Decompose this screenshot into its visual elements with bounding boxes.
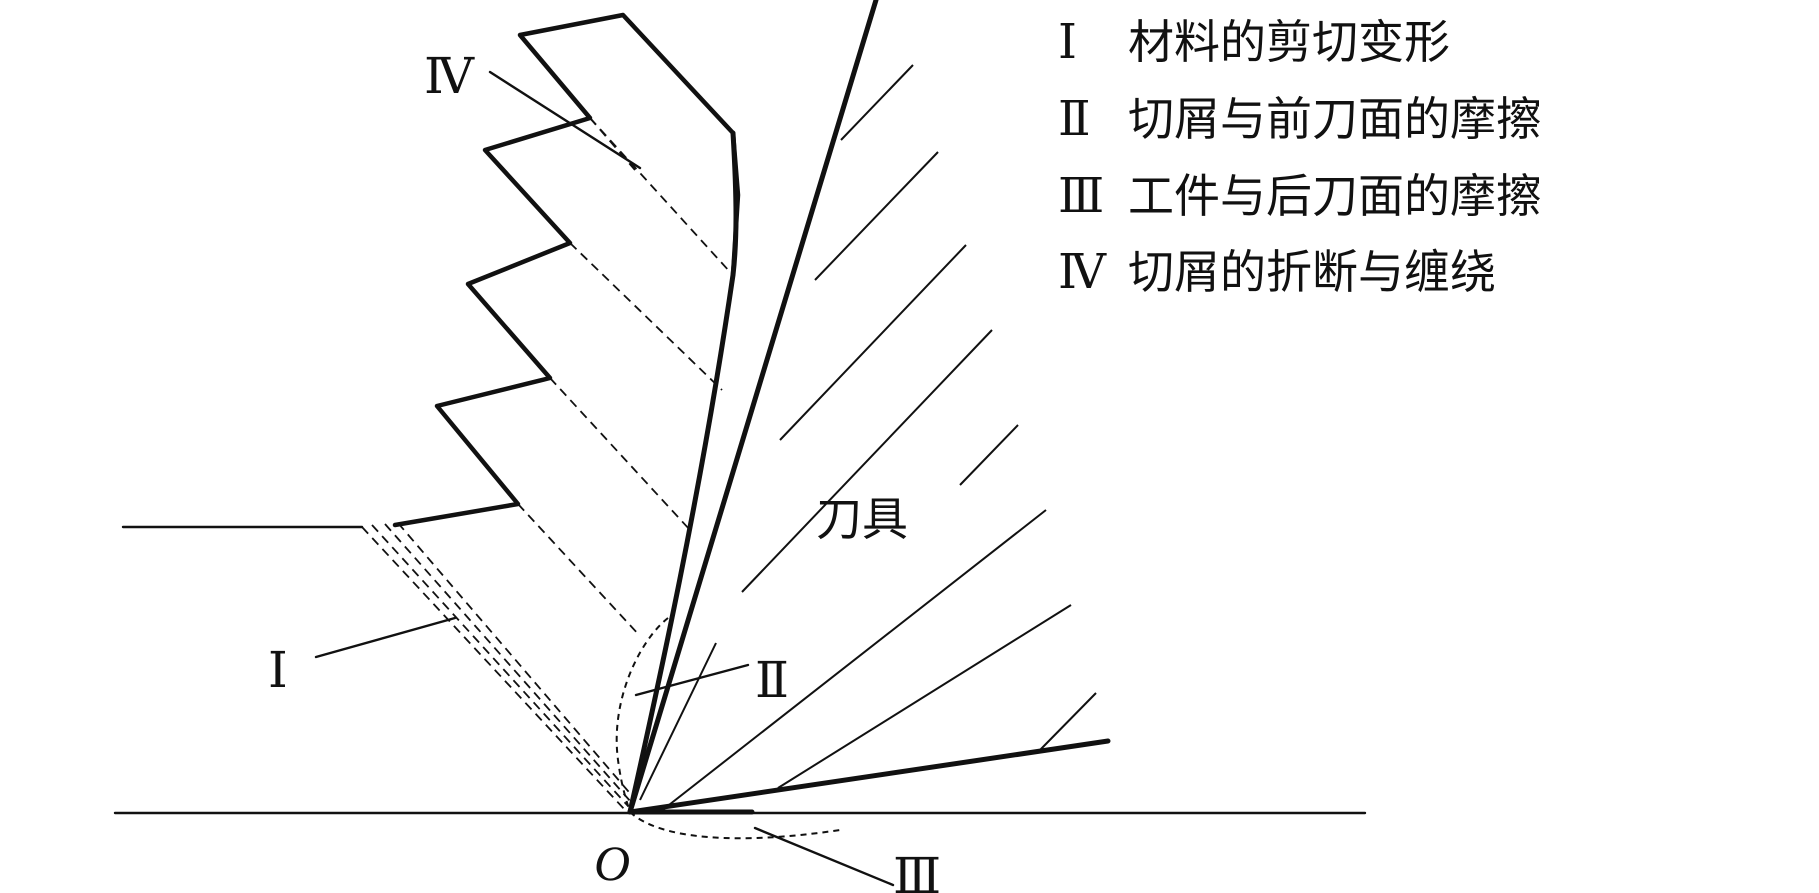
leader-zone-iv [488, 70, 642, 170]
tool-flank-face [627, 738, 1111, 815]
chip-inner-face [627, 130, 739, 815]
chip-shear-lines [517, 117, 731, 637]
legend-item: Ⅱ 切屑与前刀面的摩擦 [1058, 91, 1542, 147]
zone-iii-label: Ⅲ [893, 847, 941, 893]
leader-zone-i [314, 616, 457, 659]
zone-iii-boundary [629, 811, 841, 840]
tool-rake-face [627, 0, 879, 815]
svg-text:Ⅳ: Ⅳ [1058, 244, 1107, 300]
zone-ii-boundary [615, 617, 669, 813]
leader-zone-iii [753, 826, 895, 887]
svg-text:Ⅲ: Ⅲ [1058, 168, 1104, 224]
legend: Ⅰ 材料的剪切变形 Ⅱ 切屑与前刀面的摩擦 Ⅲ 工件与后刀面的摩擦 Ⅳ 切屑的折… [1058, 14, 1542, 300]
leader-zone-ii [634, 663, 750, 697]
tool-hatching [639, 64, 1097, 813]
origin-label: O [594, 835, 630, 891]
svg-text:切屑与前刀面的摩擦: 切屑与前刀面的摩擦 [1128, 92, 1542, 146]
svg-text:工件与后刀面的摩擦: 工件与后刀面的摩擦 [1128, 169, 1542, 223]
svg-text:材料的剪切变形: 材料的剪切变形 [1128, 15, 1450, 69]
legend-item: Ⅳ 切屑的折断与缠绕 [1058, 244, 1496, 300]
zone-ii-label: Ⅱ [755, 651, 789, 709]
legend-item: Ⅲ 工件与后刀面的摩擦 [1058, 168, 1542, 224]
svg-text:Ⅱ: Ⅱ [1058, 91, 1091, 147]
zone-i-label: Ⅰ [268, 641, 288, 699]
svg-text:切屑的折断与缠绕: 切屑的折断与缠绕 [1128, 245, 1496, 299]
tool-label: 刀具 [816, 492, 908, 546]
zone-iv-label: Ⅳ [424, 47, 475, 105]
shear-zone-lines [361, 522, 635, 811]
svg-text:Ⅰ: Ⅰ [1058, 14, 1077, 70]
legend-item: Ⅰ 材料的剪切变形 [1058, 14, 1450, 70]
